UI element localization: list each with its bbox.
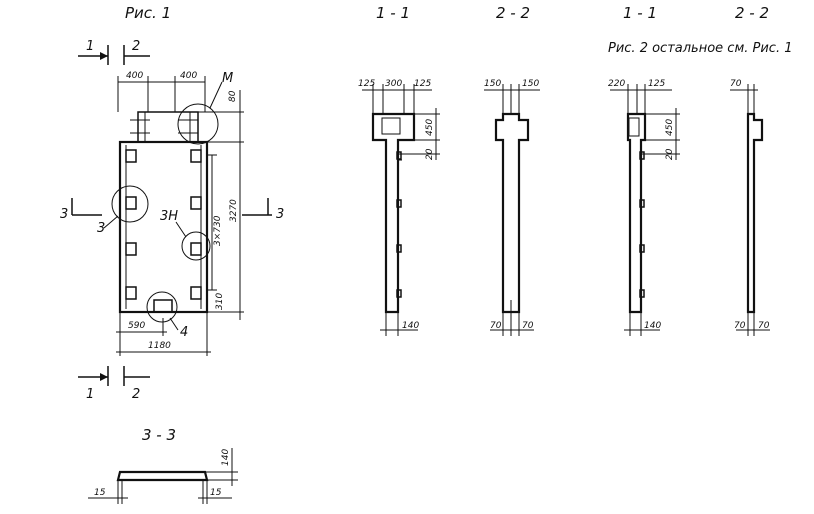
callout-3H: 3Н xyxy=(160,209,178,224)
section-mark-2-bottom: 2 xyxy=(123,366,150,402)
section-1-1-a-title: 1 - 1 xyxy=(376,4,410,22)
s11b-dim-20: 20 xyxy=(665,148,675,160)
callout-3: 3 xyxy=(97,221,105,236)
callout-M: М xyxy=(222,71,233,86)
s11b-dim-140: 140 xyxy=(644,321,661,331)
dim-400-left: 400 xyxy=(126,71,143,81)
section-mark-2-top: 2 xyxy=(123,39,150,65)
section-3-3-title: 3 - 3 xyxy=(142,426,176,444)
s11a-dim-125-left: 125 xyxy=(358,79,375,89)
section-mark-3-left: 3 xyxy=(60,198,102,222)
dim-590: 590 xyxy=(128,321,145,331)
s22b-dim-70-left: 70 xyxy=(734,321,746,331)
section-mark-2-bottom-label: 2 xyxy=(132,387,140,402)
s22a-dim-150-right: 150 xyxy=(522,79,539,89)
s22b-dim-70-right: 70 xyxy=(758,321,770,331)
section-mark-3-right: 3 xyxy=(242,198,284,222)
s22a-dim-70-right: 70 xyxy=(522,321,534,331)
dim-1180: 1180 xyxy=(148,341,171,351)
dim-80: 80 xyxy=(228,90,238,102)
s11b-dim-125: 125 xyxy=(648,79,665,89)
section-3-3: 3 - 3 140 15 15 xyxy=(88,426,238,504)
section-1-1-b: 1 - 1 Рис. 2 остальное см. Рис. 1 220 12… xyxy=(608,4,793,336)
s33-dim-140: 140 xyxy=(221,449,231,466)
s11a-dim-140: 140 xyxy=(402,321,419,331)
s22a-dim-70-left: 70 xyxy=(490,321,502,331)
section-mark-1-top: 1 xyxy=(78,39,109,65)
dim-400-right: 400 xyxy=(180,71,197,81)
dim-3270: 3270 xyxy=(229,199,239,222)
dim-3x730: 3×730 xyxy=(213,215,223,246)
s33-dim-15-left: 15 xyxy=(94,488,106,498)
s11a-dim-300: 300 xyxy=(385,79,402,89)
section-2-2-b-title: 2 - 2 xyxy=(735,4,769,22)
s11a-dim-125-right: 125 xyxy=(414,79,431,89)
section-2-2-a: 2 - 2 150 150 70 70 xyxy=(484,4,540,336)
dim-310: 310 xyxy=(215,293,225,310)
section-2-2-b: 2 - 2 70 70 70 xyxy=(730,4,770,336)
s22a-dim-150-left: 150 xyxy=(484,79,501,89)
section-mark-2-top-label: 2 xyxy=(132,39,140,54)
figure-1: Рис. 1 1 2 400 400 М xyxy=(60,4,284,402)
section-1-1-a: 1 - 1 125 300 125 450 20 140 xyxy=(358,4,440,336)
section-mark-1-bottom-label: 1 xyxy=(86,387,94,402)
section-1-1-b-title: 1 - 1 xyxy=(623,4,657,22)
section-mark-3-right-label: 3 xyxy=(276,207,284,222)
s11b-dim-450: 450 xyxy=(665,119,675,136)
s22b-dim-70-top: 70 xyxy=(730,79,742,89)
section-mark-1-bottom: 1 xyxy=(78,366,109,402)
section-mark-3-left-label: 3 xyxy=(60,207,68,222)
callout-4: 4 xyxy=(180,325,188,340)
figure-1-title: Рис. 1 xyxy=(125,4,171,22)
section-2-2-a-title: 2 - 2 xyxy=(496,4,530,22)
s11b-dim-220: 220 xyxy=(608,79,625,89)
s33-dim-15-right: 15 xyxy=(210,488,222,498)
s11a-dim-20: 20 xyxy=(425,148,435,160)
s11a-dim-450: 450 xyxy=(425,119,435,136)
section-mark-1-top-label: 1 xyxy=(86,39,94,54)
figure-2-note: Рис. 2 остальное см. Рис. 1 xyxy=(608,41,793,56)
